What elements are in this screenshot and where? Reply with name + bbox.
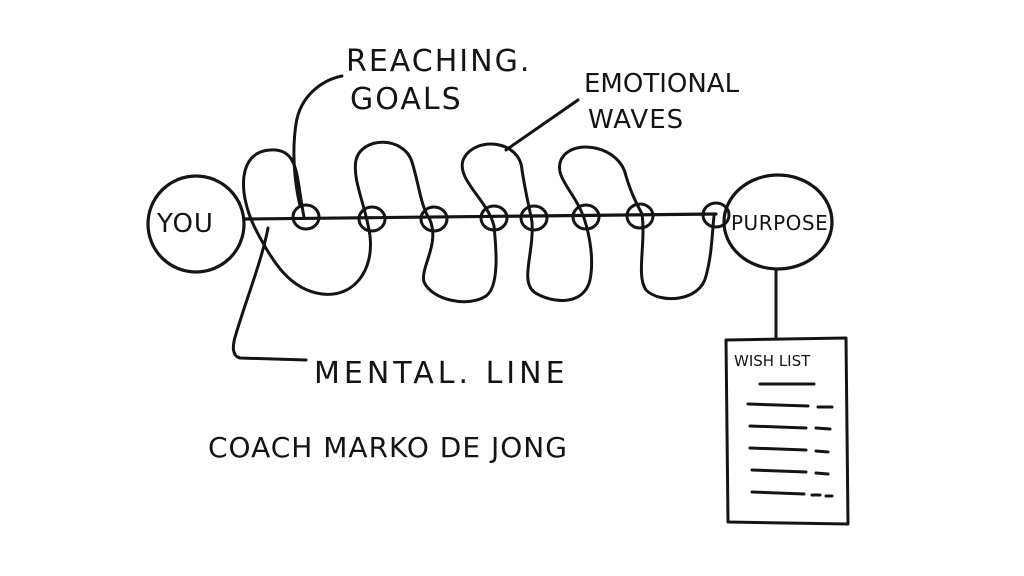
milestone-marker: [479, 204, 509, 232]
milestone-marker: [291, 203, 321, 231]
wish-list-lines: [746, 382, 834, 498]
wish-list-line: [750, 468, 830, 476]
emotional-waves-loop: [242, 140, 716, 304]
emotional-waves-pointer: [504, 98, 580, 152]
milestone-marker: [357, 205, 387, 233]
milestone-marker: [701, 201, 731, 229]
purpose-circle: [722, 173, 834, 271]
wish-list-title: WISH LIST: [734, 352, 811, 370]
emotional-waves-label-line2: WAVES: [588, 105, 685, 135]
purpose-label: PURPOSE: [731, 211, 829, 235]
milestone-marker: [625, 202, 655, 230]
wish-list-line: [748, 424, 832, 431]
wish-list-line: [750, 490, 834, 498]
milestone-marker: [571, 203, 601, 231]
you-circle: [146, 174, 246, 274]
reaching-goals-pointer: [292, 74, 344, 208]
wish-list-line: [746, 402, 834, 409]
mental-line-label: MENTAL. LINE: [314, 356, 569, 391]
wish-list-box: [724, 336, 850, 526]
milestone-markers: [291, 201, 731, 233]
wish-list-line: [748, 446, 830, 454]
you-label: YOU: [157, 209, 214, 239]
emotional-waves-label-line1: EMOTIONAL: [584, 69, 740, 99]
milestone-marker: [519, 204, 549, 232]
mental-line-pointer: [231, 226, 308, 362]
reaching-goals-label-line2: GOALS: [350, 82, 463, 117]
author-credit: COACH MARKO DE JONG: [208, 431, 568, 464]
milestone-marker: [419, 205, 449, 233]
reaching-goals-label-line1: REACHING.: [346, 44, 532, 79]
